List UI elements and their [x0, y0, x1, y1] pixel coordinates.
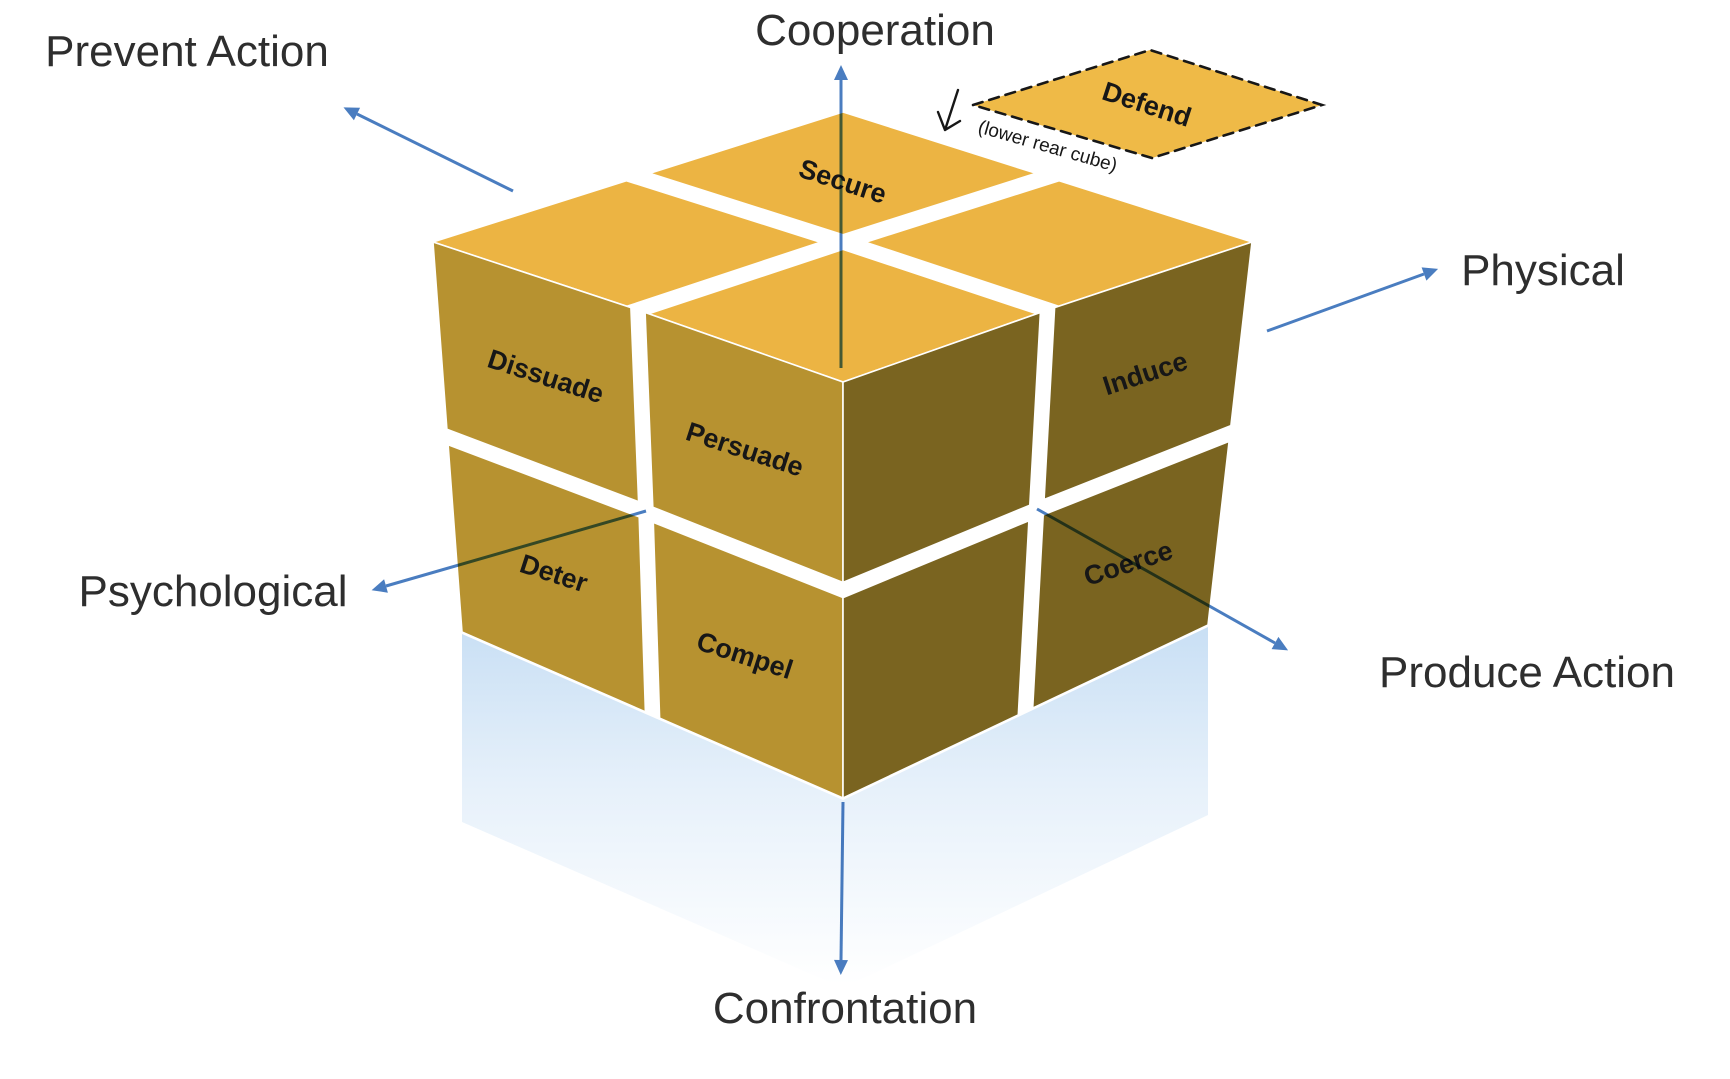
reflection-left — [462, 634, 843, 988]
axis-label-psychological: Psychological — [78, 567, 347, 616]
prevent-action-arrow-head-icon — [343, 107, 361, 121]
cube-reflection — [462, 627, 1208, 988]
cube-face-right-front-top — [842, 311, 1042, 584]
axis-label-produce-action: Produce Action — [1379, 648, 1675, 697]
defend-lower-arrow-icon — [936, 88, 962, 132]
prevent-action-arrow — [356, 112, 514, 193]
produce-action-arrow-head-icon — [1271, 636, 1289, 651]
confrontation-arrow — [839, 801, 845, 961]
physical-arrow — [1266, 272, 1425, 333]
physical-arrow-head-icon — [1421, 267, 1439, 281]
cube-face-right-front-bottom — [842, 519, 1030, 800]
cube-face-left-deter — [447, 443, 647, 714]
cube-face-left-dissuade — [432, 240, 640, 503]
confrontation-arrow-head-icon — [834, 959, 848, 975]
cube-face-top-secure — [646, 111, 1039, 236]
produce-action-arrow — [1036, 507, 1276, 645]
cube-face-right-coerce — [1031, 440, 1231, 710]
axis-label-cooperation: Cooperation — [755, 6, 995, 55]
defend-plane-group: Defend (lower rear cube) — [936, 48, 1327, 177]
axis-labels: Cooperation Prevent Action Physical Psyc… — [45, 6, 1675, 1033]
psychological-arrow — [385, 509, 647, 588]
psychological-arrow-head-icon — [371, 579, 388, 593]
axis-label-physical: Physical — [1461, 246, 1625, 295]
axis-label-prevent-action: Prevent Action — [45, 27, 329, 76]
axis-arrows — [343, 65, 1439, 975]
reflection-right — [843, 627, 1208, 988]
cube — [430, 111, 1255, 800]
defend-plane — [968, 48, 1327, 160]
axis-label-confrontation: Confrontation — [713, 984, 977, 1033]
cube-face-right-induce — [1043, 240, 1253, 501]
cooperation-arrow-head-icon — [834, 65, 848, 80]
